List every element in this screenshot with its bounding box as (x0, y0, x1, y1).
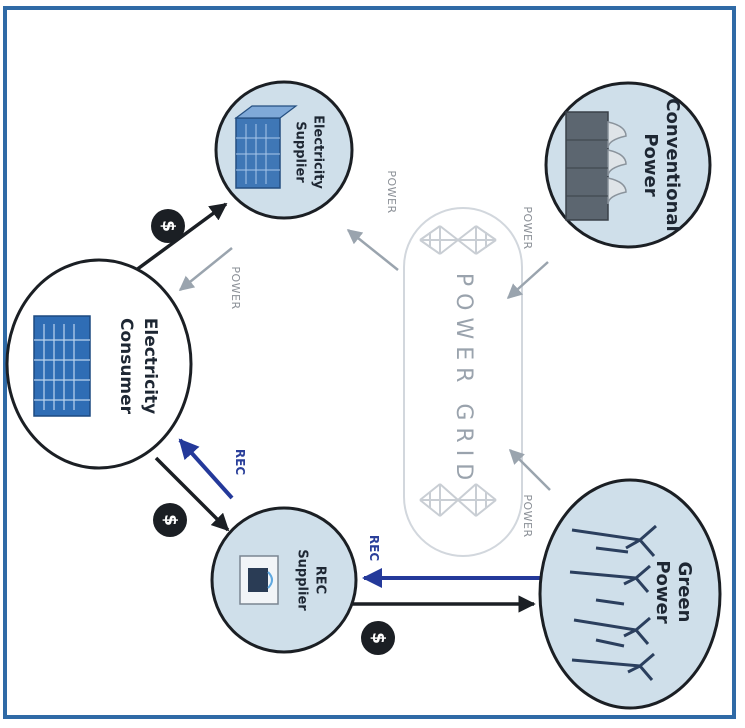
transmission-tower-icon (419, 225, 497, 255)
dollar-coin-icon: $ (153, 503, 187, 537)
apartment-building-icon (33, 315, 91, 417)
rec-label-green: REC (367, 535, 381, 561)
power-plant-icon (565, 111, 627, 221)
certificate-icon (239, 555, 279, 605)
rec-flow-arrows (178, 438, 540, 588)
node-green-line1: Green (674, 562, 695, 623)
power-grid-label: POWER GRID (451, 273, 476, 487)
rec-arrow-rec-supplier-to-consumer (178, 438, 234, 500)
node-electricity-consumer: Electricity Consumer (5, 258, 193, 470)
power-grid-pill (403, 207, 523, 557)
power-label-consumer: POWER (229, 266, 242, 309)
node-consumer-line1: Electricity (140, 318, 160, 415)
power-grid: POWER GRID (403, 207, 523, 557)
power-label-green: POWER (521, 494, 534, 537)
power-label-supplier: POWER (385, 170, 398, 213)
power-label-conventional: POWER (521, 206, 534, 249)
dollar-coin-icon: $ (361, 621, 395, 655)
node-rec-supplier-line1: REC (313, 566, 328, 594)
node-supplier-line2: Supplier (293, 121, 308, 183)
transmission-tower-icon (419, 483, 497, 517)
money-arrow-consumer-to-rec-supplier (154, 456, 230, 532)
node-green-power: Green Power (538, 478, 722, 710)
node-rec-supplier-line2: Supplier (295, 549, 310, 611)
node-rec-supplier: REC Supplier (210, 506, 358, 654)
svg-text:$: $ (160, 514, 180, 526)
power-arrow-grid-to-supplier (346, 229, 399, 271)
node-supplier-line1: Electricity (311, 115, 326, 189)
rec-label-consumer: REC (233, 449, 247, 475)
power-arrow-conventional-to-grid (506, 261, 549, 300)
node-consumer-line2: Consumer (116, 318, 136, 415)
node-conventional-line1: Conventional (662, 98, 683, 231)
svg-text:$: $ (368, 632, 388, 644)
power-flow-arrows (178, 229, 551, 491)
svg-text:$: $ (158, 220, 178, 232)
power-arrow-green-to-grid (508, 448, 551, 491)
dollar-coin-icon: $ (151, 209, 185, 243)
wind-turbines-icon (569, 524, 657, 681)
office-building-icon (234, 105, 298, 189)
node-electricity-supplier: Electricity Supplier (214, 80, 354, 220)
node-conventional-power: Conventional Power (544, 81, 712, 249)
power-arrow-supplier-to-consumer (178, 247, 233, 291)
node-green-line2: Power (652, 560, 673, 623)
node-conventional-line2: Power (640, 133, 661, 196)
